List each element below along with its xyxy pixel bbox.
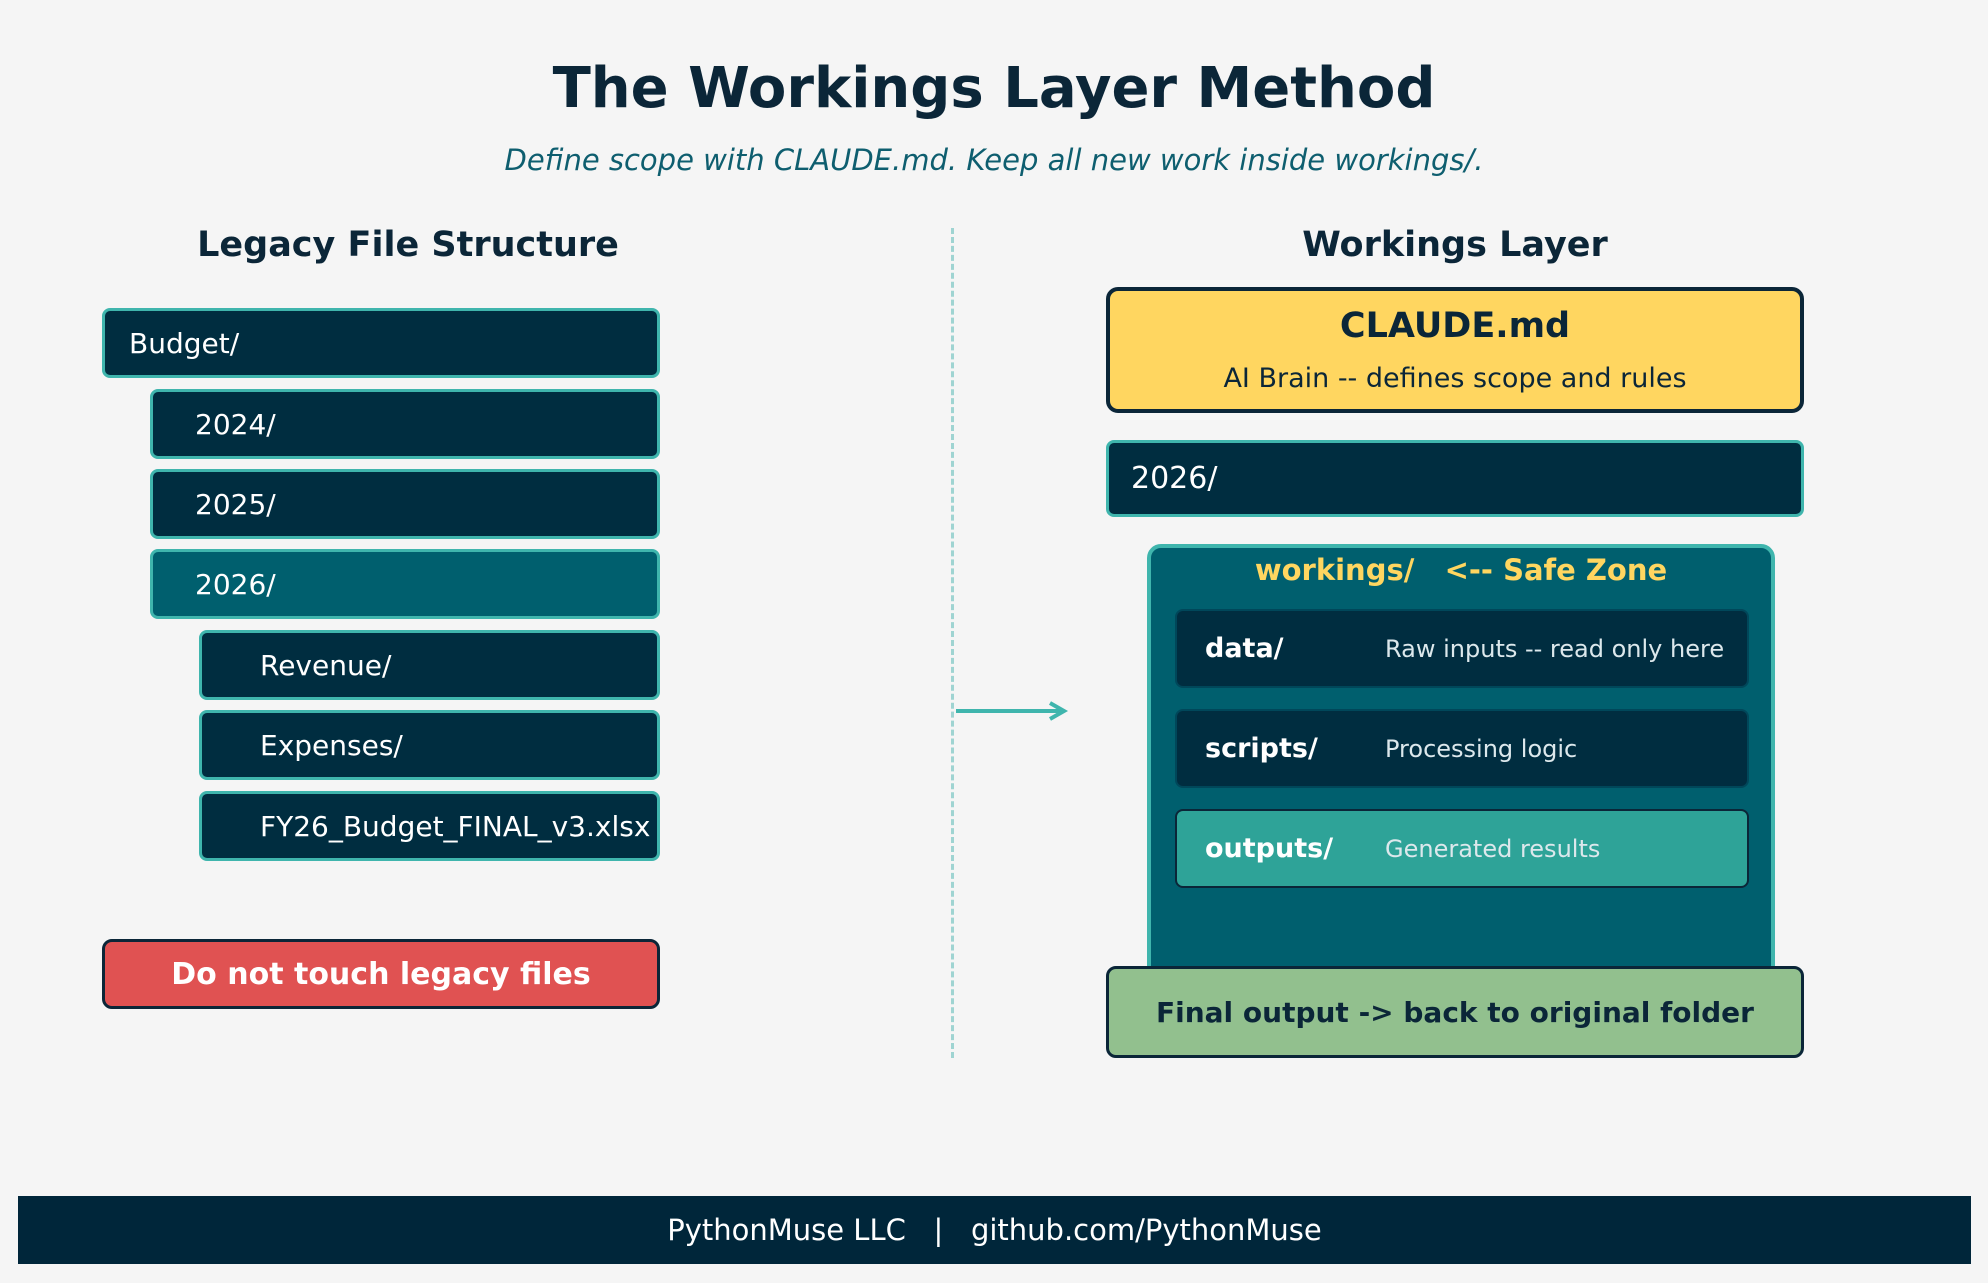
- subfolder-data: data/ Raw inputs -- read only here: [1175, 609, 1749, 688]
- subfolder-desc: Generated results: [1385, 834, 1601, 863]
- page-title: The Workings Layer Method: [552, 56, 1436, 121]
- final-output-text: Final output -> back to original folder: [1156, 995, 1754, 1029]
- subfolder-desc: Processing logic: [1385, 734, 1578, 763]
- subfolder-outputs: outputs/ Generated results: [1175, 809, 1749, 888]
- subfolder-scripts: scripts/ Processing logic: [1175, 709, 1749, 788]
- safe-zone-label: workings/ <-- Safe Zone: [1254, 553, 1668, 587]
- legacy-file-budget-xlsx: FY26_Budget_FINAL_v3.xlsx: [199, 791, 660, 861]
- column-divider: [951, 228, 954, 1058]
- workings-year-folder: 2026/: [1106, 440, 1804, 517]
- subfolder-name: outputs/: [1205, 833, 1334, 864]
- subfolder-name: data/: [1205, 633, 1284, 664]
- footer-text: PythonMuse LLC | github.com/PythonMuse: [667, 1213, 1322, 1247]
- file-label: FY26_Budget_FINAL_v3.xlsx: [260, 809, 651, 843]
- claude-md-card: CLAUDE.md AI Brain -- defines scope and …: [1106, 287, 1804, 413]
- legacy-folder-2026: 2026/: [150, 549, 660, 619]
- warning-text: Do not touch legacy files: [171, 956, 591, 992]
- folder-label: 2026/: [1131, 461, 1218, 496]
- claude-md-subtitle: AI Brain -- defines scope and rules: [1223, 363, 1687, 394]
- footer-bar: PythonMuse LLC | github.com/PythonMuse: [18, 1196, 1971, 1264]
- final-output-box: Final output -> back to original folder: [1106, 966, 1804, 1058]
- folder-label: 2025/: [195, 487, 276, 521]
- folder-label: 2026/: [195, 567, 276, 601]
- warning-badge: Do not touch legacy files: [102, 939, 660, 1009]
- legacy-folder-2025: 2025/: [150, 469, 660, 539]
- right-arrow-icon: [956, 701, 1069, 721]
- subfolder-desc: Raw inputs -- read only here: [1385, 634, 1725, 663]
- folder-label: Expenses/: [260, 728, 403, 762]
- legacy-folder-revenue: Revenue/: [199, 630, 660, 700]
- subfolder-name: scripts/: [1205, 733, 1318, 764]
- page-subtitle: Define scope with CLAUDE.md. Keep all ne…: [504, 143, 1484, 177]
- legacy-folder-expenses: Expenses/: [199, 710, 660, 780]
- legacy-folder-2024: 2024/: [150, 389, 660, 459]
- legacy-folder-budget: Budget/: [102, 308, 660, 378]
- folder-label: 2024/: [195, 407, 276, 441]
- legacy-heading: Legacy File Structure: [197, 225, 619, 265]
- claude-md-title: CLAUDE.md: [1339, 306, 1571, 346]
- folder-label: Revenue/: [260, 648, 392, 682]
- folder-label: Budget/: [129, 326, 240, 360]
- workings-heading: Workings Layer: [1302, 225, 1608, 265]
